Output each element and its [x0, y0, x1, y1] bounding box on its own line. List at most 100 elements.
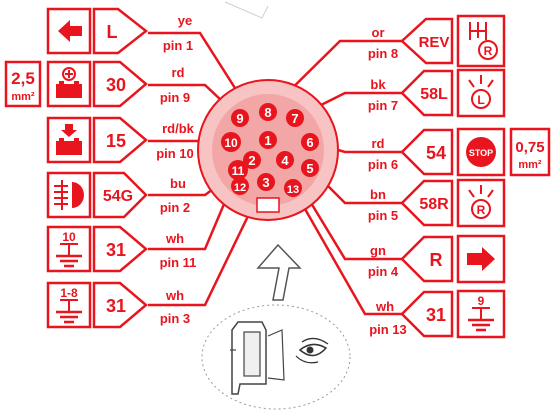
plug-pin: 3 [257, 173, 275, 191]
left-lamp-icon: L [468, 75, 494, 109]
pin-label: pin 2 [160, 200, 190, 215]
wire-pin-3 [148, 182, 266, 307]
plug-pin: 2 [243, 151, 261, 169]
svg-text:8: 8 [264, 105, 271, 120]
svg-text:6: 6 [306, 135, 313, 150]
svg-text:13: 13 [287, 184, 299, 196]
ground-icon: 10 [56, 230, 82, 268]
terminal-right-pin-6: 54 STOP rd pin 6 [368, 127, 506, 177]
plug-pin: 4 [276, 151, 294, 169]
terminal-tag: L [107, 22, 118, 42]
pin-label: pin 11 [160, 255, 197, 270]
view-perspective-illustration [201, 304, 351, 410]
terminal-tag-box [400, 17, 454, 65]
svg-text:10: 10 [62, 230, 76, 244]
terminal-tag-box [400, 290, 454, 338]
terminal-tag: 58R [419, 196, 449, 213]
terminal-tag-box [92, 60, 148, 108]
plug-pin: 12 [231, 177, 249, 195]
terminal-tag: 58L [420, 86, 448, 103]
pin-label: pin 1 [163, 38, 193, 53]
terminal-left-pin-10: 15 rd/bk pin 10 [46, 116, 195, 164]
terminal-tag: R [430, 250, 443, 270]
svg-text:12: 12 [234, 182, 246, 194]
battery-plus-icon [56, 67, 82, 98]
terminal-tag-box [400, 235, 454, 283]
plug-pin: 9 [231, 109, 249, 127]
terminal-tag-box [92, 7, 149, 55]
terminal-left-pin-11: 10 31 wh pin 11 [46, 225, 197, 273]
svg-text:7: 7 [291, 111, 298, 126]
pin-label: pin 9 [160, 90, 190, 105]
stop-lamp-icon: STOP [466, 137, 496, 167]
wire-color-label: gn [370, 243, 386, 258]
svg-text:1-8: 1-8 [60, 286, 78, 300]
pin-label: pin 5 [368, 208, 398, 223]
plug-pin: 5 [301, 159, 319, 177]
view-direction-arrow [256, 243, 302, 301]
wire-color-label: or [372, 25, 385, 40]
terminal-tag-box [92, 225, 148, 273]
terminal-left-pin-1: L ye pin 1 [46, 7, 193, 55]
terminal-tag-box [400, 179, 454, 227]
plug-key-notch [256, 197, 280, 213]
wire-size-left: 2,5 mm² [4, 60, 42, 108]
wire-color-label: ye [178, 13, 192, 28]
plug-pin: 7 [286, 109, 304, 127]
pin-label: pin 10 [156, 146, 194, 161]
terminal-tag: 31 [106, 240, 126, 260]
plug-pin: 6 [301, 133, 319, 151]
terminal-tag-box [92, 171, 148, 219]
pin-label: pin 6 [368, 157, 398, 172]
top-decoration [224, 1, 269, 19]
plug-pin: 10 [221, 132, 241, 152]
svg-text:STOP: STOP [469, 148, 493, 158]
terminal-tag: 30 [106, 75, 126, 95]
svg-text:2,5: 2,5 [11, 69, 35, 88]
plug-pin: 8 [259, 103, 277, 121]
terminal-tag: 31 [106, 296, 126, 316]
wire-color-label: wh [165, 288, 184, 303]
svg-text:5: 5 [306, 161, 313, 176]
svg-text:L: L [477, 93, 484, 107]
pin-label: pin 7 [368, 98, 398, 113]
right-lamp-icon: R [468, 185, 494, 219]
ground-icon: 1-8 [56, 286, 82, 324]
wire-color-label: wh [165, 231, 184, 246]
svg-text:mm²: mm² [11, 91, 35, 103]
terminal-tag: 54 [426, 143, 446, 163]
ground-icon: 9 [468, 294, 494, 332]
terminal-tag: REV [419, 34, 450, 51]
terminal-tag: 54G [103, 188, 133, 205]
wire-color-label: rd [372, 136, 385, 151]
svg-text:2: 2 [248, 153, 255, 168]
plug-socket: 1 2 3 4 5 6 7 8 [197, 79, 339, 221]
svg-text:3: 3 [262, 175, 269, 190]
terminal-tag-box [92, 116, 148, 164]
battery-down-icon [56, 124, 82, 155]
terminal-left-pin-2: 54G bu pin 2 [46, 171, 190, 219]
wire-color-label: wh [375, 299, 394, 314]
terminal-right-pin-13: 31 9 wh pin 13 [369, 289, 506, 339]
wire-color-label: bk [370, 77, 386, 92]
wire-pin-13 [291, 187, 402, 316]
svg-text:1: 1 [264, 133, 271, 148]
svg-text:9: 9 [236, 111, 243, 126]
svg-text:9: 9 [478, 294, 485, 308]
terminal-right-pin-4: R gn pin 4 [368, 234, 506, 284]
arrow-right-icon [467, 247, 495, 271]
wire-size-right: 0,75 mm² [509, 127, 551, 177]
terminal-right-pin-8: REV R or pin 8 [368, 14, 506, 68]
fog-lamp-icon [54, 180, 84, 210]
plug-pin: 13 [284, 179, 302, 197]
svg-text:R: R [477, 203, 486, 217]
pin-label: pin 3 [160, 311, 190, 326]
terminal-right-pin-7: 58L L bk pin 7 [368, 68, 506, 118]
wire-color-label: bn [370, 187, 386, 202]
terminal-left-pin-3: 1-8 31 wh pin 3 [46, 281, 190, 329]
terminal-tag: 31 [426, 305, 446, 325]
terminal-tag-box [92, 281, 148, 329]
plug-pin: 1 [259, 131, 277, 149]
wire-color-label: rd/bk [162, 121, 195, 136]
